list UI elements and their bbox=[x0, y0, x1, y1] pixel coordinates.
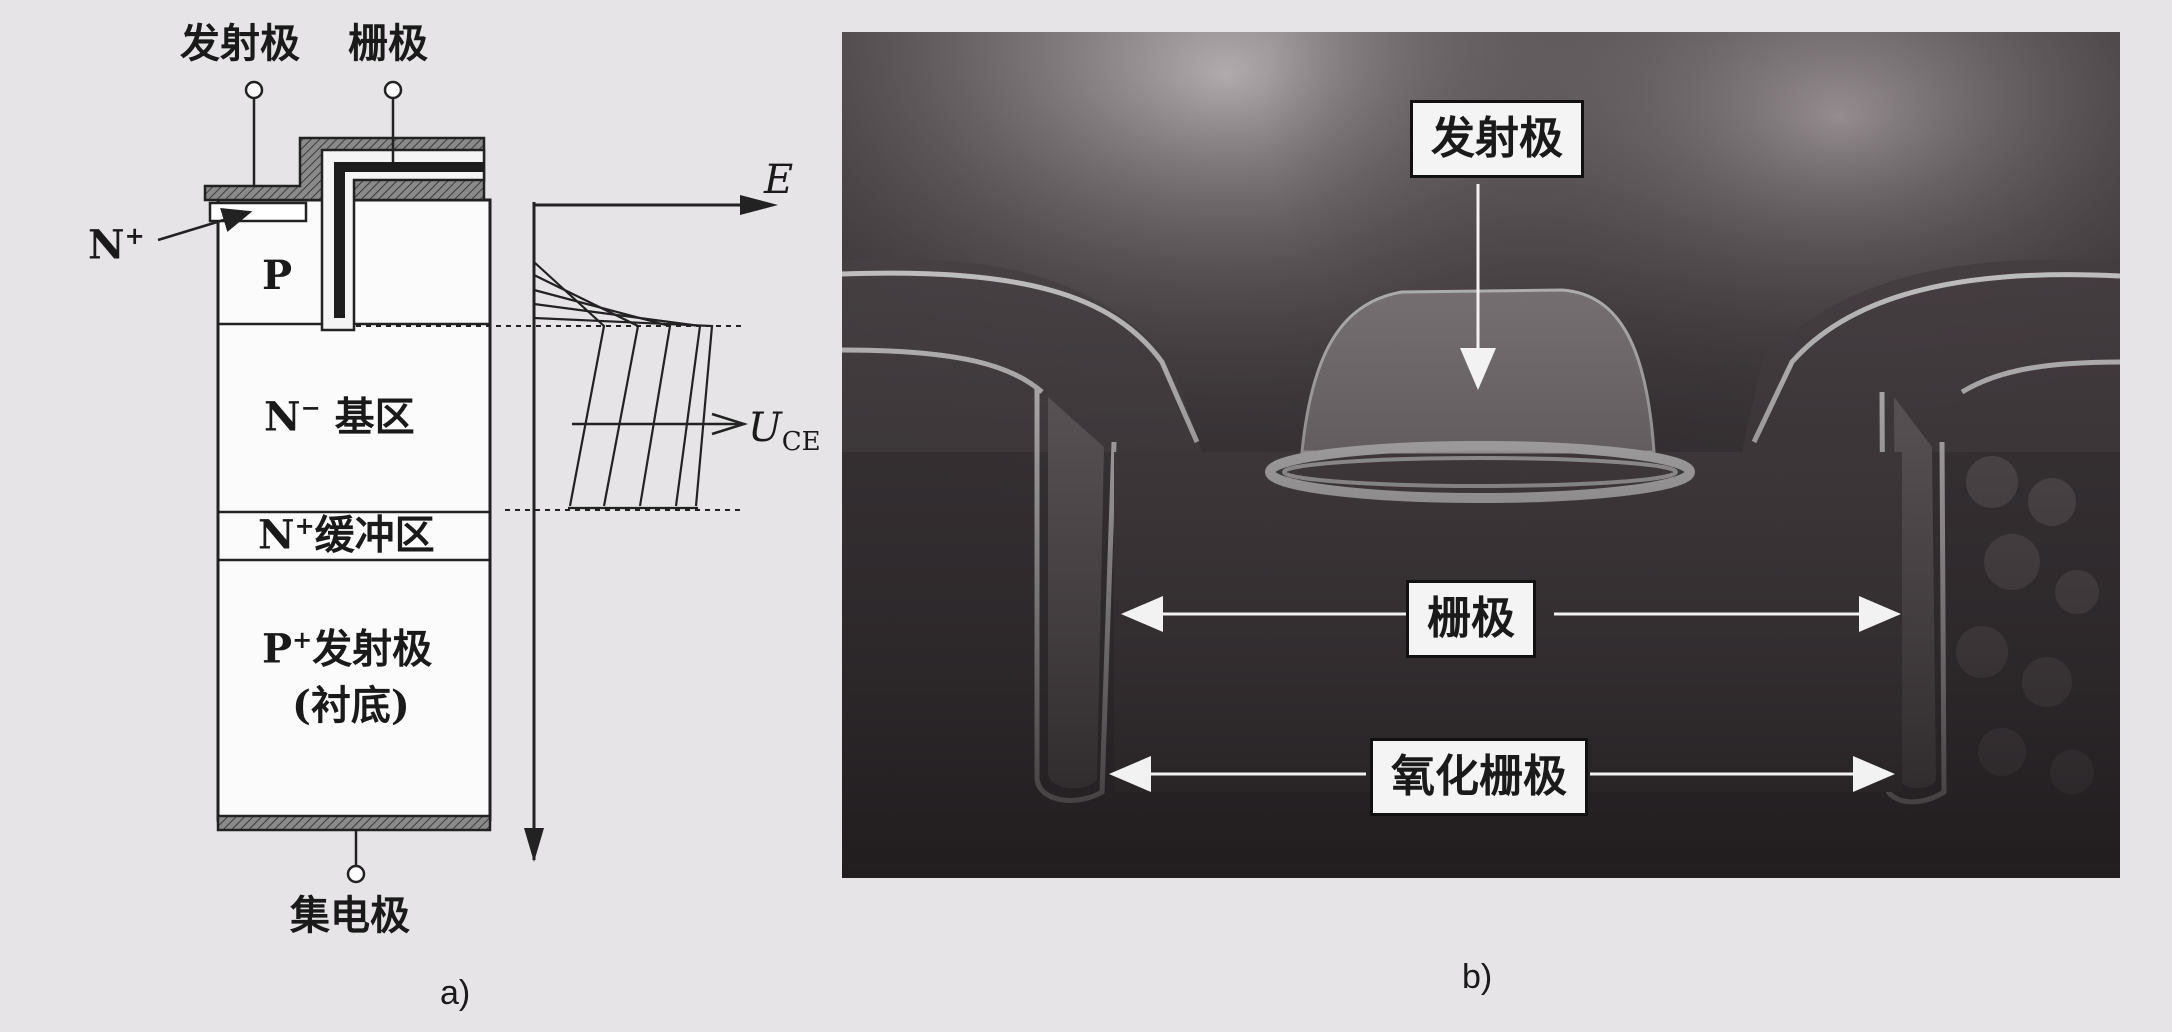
collector-metal bbox=[216, 814, 492, 832]
uce-label: UCE bbox=[748, 405, 821, 457]
gate-terminal bbox=[383, 80, 403, 100]
caption-a: a) bbox=[440, 974, 471, 1012]
p-region-label: P bbox=[262, 252, 293, 299]
emitter-top-label: 发射极 bbox=[180, 20, 300, 67]
n-minus-drift-label: N− 基区 bbox=[264, 393, 415, 441]
field-axis-label: E bbox=[764, 157, 794, 203]
sem-oxide-gate-label: 氧化栅极 bbox=[1370, 738, 1588, 816]
n-plus-label: N+ bbox=[88, 221, 145, 269]
collector-label: 集电极 bbox=[290, 892, 410, 939]
substrate-label-line1: P+发射极 bbox=[262, 625, 433, 673]
caption-b: b) bbox=[1462, 958, 1493, 996]
sem-gate-label: 栅极 bbox=[1406, 580, 1536, 658]
collector-terminal bbox=[346, 864, 366, 884]
sem-image bbox=[842, 32, 2120, 878]
sem-emitter-label: 发射极 bbox=[1410, 100, 1584, 178]
n-plus-source bbox=[208, 201, 308, 223]
emitter-terminal bbox=[244, 80, 264, 100]
igbt-cross-section-diagram bbox=[157, 80, 778, 884]
field-profiles bbox=[533, 261, 714, 510]
substrate-label-line2: (衬底) bbox=[292, 682, 410, 729]
sem-micrograph: 发射极 栅极 氧化栅极 bbox=[842, 32, 2120, 878]
buffer-label: N+缓冲区 bbox=[258, 511, 435, 559]
gate-top-label: 栅极 bbox=[348, 20, 428, 67]
